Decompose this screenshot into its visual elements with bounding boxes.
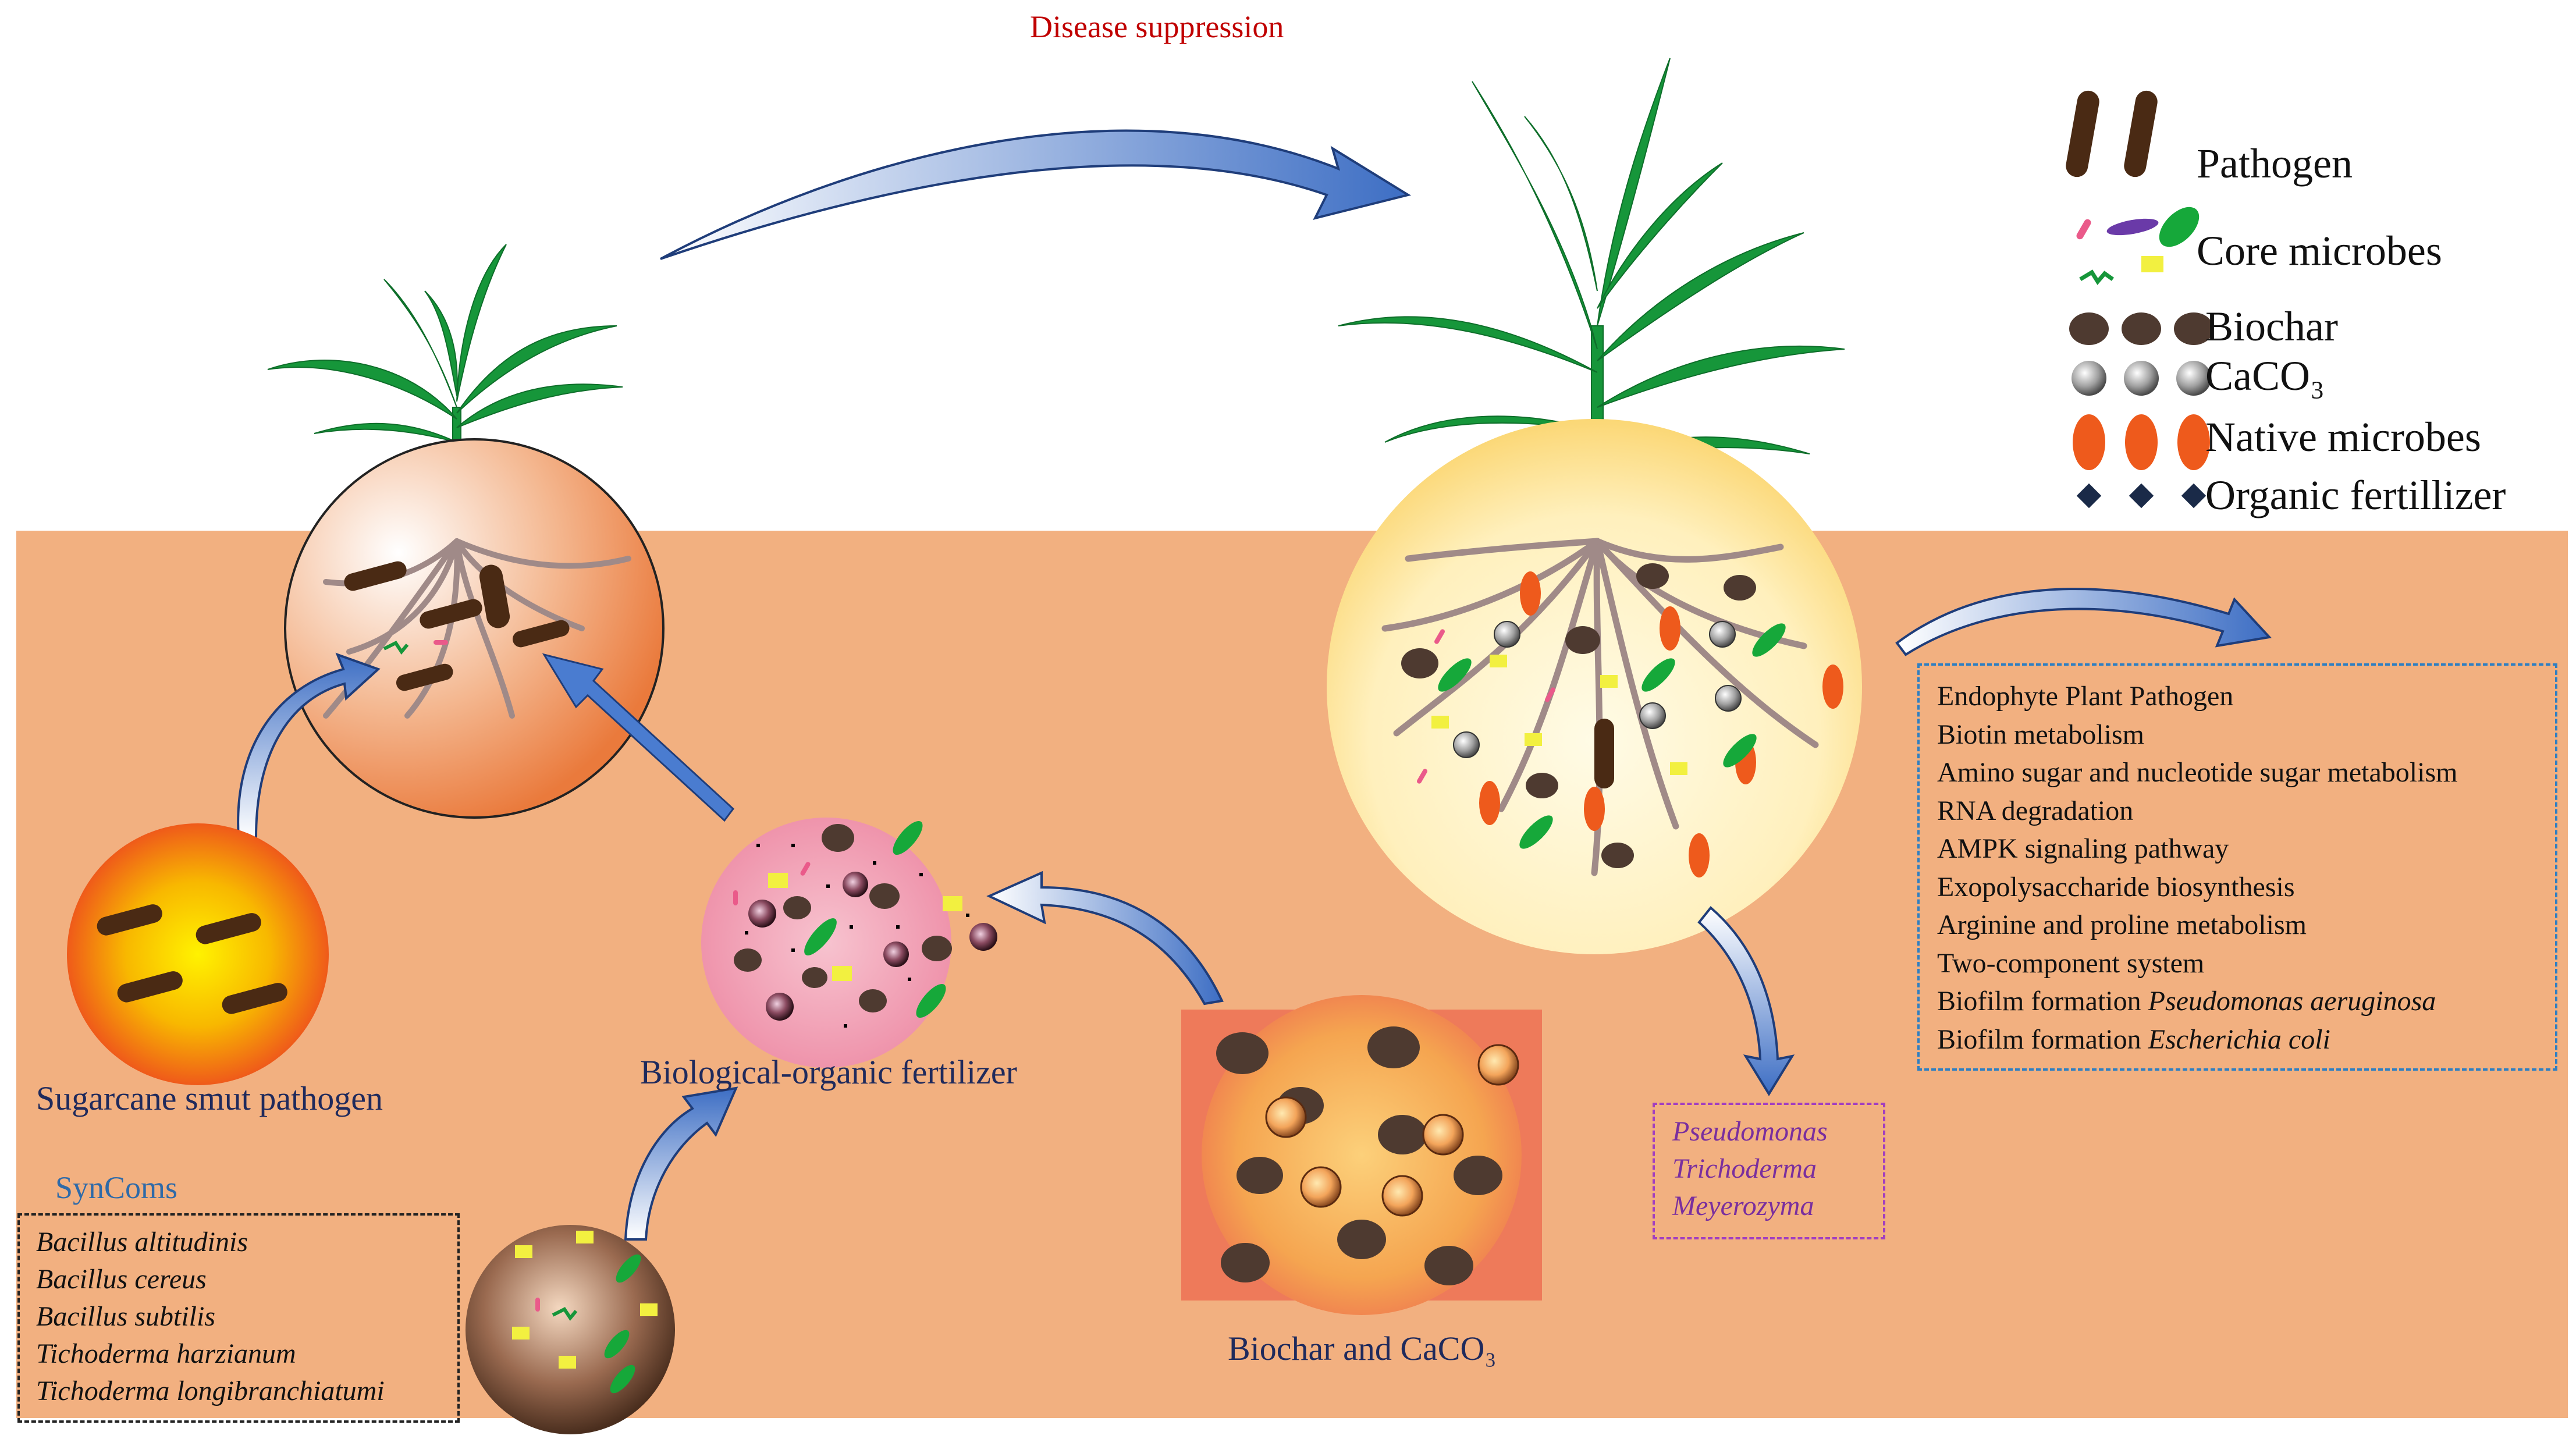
pathogen-label: Sugarcane smut pathogen (36, 1079, 383, 1117)
legend-label-biochar: Biochar (2205, 303, 2338, 350)
legend-pathogen-icon (2066, 90, 2158, 177)
genus-item: Meyerozyma (1672, 1191, 1814, 1221)
pathway-item: RNA degradation (1937, 795, 2134, 826)
rhizosphere-to-pathways-arrow (1895, 588, 2272, 656)
syncoms-to-fertilizer-arrow (624, 1086, 738, 1241)
pathway-item: Arginine and proline metabolism (1937, 909, 2307, 940)
pathway-item: Two-component system (1937, 947, 2205, 979)
rhizosphere-to-genera-arrow (1697, 906, 1795, 1096)
disease-suppression-arrow (660, 129, 1412, 260)
genus-item: Pseudomonas (1672, 1116, 1828, 1147)
legend-label-organic-fertilizer: Organic fertillizer (2205, 472, 2506, 518)
legend-label-caco3: CaCO₃ (2205, 353, 2325, 399)
pathways-list: Endophyte Plant Pathogen Biotin metaboli… (1937, 677, 2538, 1058)
biochar-caco3-label: Biochar and CaCO₃ (1228, 1330, 1497, 1367)
syncom-item: Bacillus cereus (36, 1264, 207, 1295)
pathway-item: Biotin metabolism (1937, 719, 2144, 750)
genera-box: Pseudomonas Trichoderma Meyerozyma (1653, 1103, 1885, 1239)
syncom-item: Tichoderma harzianum (36, 1338, 296, 1369)
syncom-item: Bacillus subtilis (36, 1301, 216, 1332)
legend-label-pathogen: Pathogen (2197, 140, 2353, 187)
syncom-item: Tichoderma longibranchiatumi (36, 1376, 385, 1406)
biochar-to-fertilizer-arrow (986, 870, 1224, 1005)
syncoms-title: SynComs (55, 1170, 178, 1205)
fertilizer-to-soil-arrow (542, 653, 735, 822)
legend-caco3-icon (2072, 361, 2211, 396)
genera-list: Pseudomonas Trichoderma Meyerozyma (1672, 1113, 1866, 1225)
diagram-title: Disease suppression (1030, 9, 1284, 44)
biochar-caco3-square (1181, 995, 1542, 1315)
pathway-item: Amino sugar and nucleotide sugar metabol… (1937, 757, 2458, 788)
syncoms-box: Bacillus altitudinis Bacillus cereus Bac… (17, 1213, 460, 1423)
legend-organic-fertilizer-icon (2076, 483, 2207, 509)
legend-label-native-microbes: Native microbes (2205, 414, 2481, 460)
pathway-item: Exopolysaccharide biosynthesis (1937, 871, 2295, 903)
syncoms-circle (466, 1225, 675, 1434)
bio-organic-fertilizer-circle (701, 818, 997, 1068)
healthy-rhizosphere (1327, 419, 1862, 954)
smut-pathogen-circle (67, 823, 329, 1085)
legend-biochar-icon (2069, 312, 2213, 345)
legend-label-core-microbes: Core microbes (2197, 228, 2442, 274)
legend-native-microbes-icon (2073, 414, 2210, 470)
pathway-item: AMPK signaling pathway (1937, 833, 2229, 864)
pathway-item: Biofilm formation Escherichia coli (1937, 1024, 2330, 1055)
syncom-item: Bacillus altitudinis (36, 1227, 248, 1257)
pathway-item: Endophyte Plant Pathogen (1937, 681, 2234, 712)
pathway-item: Biofilm formation Pseudomonas aeruginosa (1937, 986, 2436, 1017)
legend-core-microbes-icon (2076, 207, 2200, 285)
genus-item: Trichoderma (1672, 1153, 1817, 1184)
diseased-rhizosphere (284, 438, 665, 819)
pathogen-to-soil-arrow (237, 652, 381, 839)
pathways-box: Endophyte Plant Pathogen Biotin metaboli… (1917, 663, 2557, 1071)
syncoms-list: Bacillus altitudinis Bacillus cereus Bac… (36, 1224, 441, 1410)
fertilizer-label: Biological-organic fertilizer (640, 1053, 1017, 1091)
